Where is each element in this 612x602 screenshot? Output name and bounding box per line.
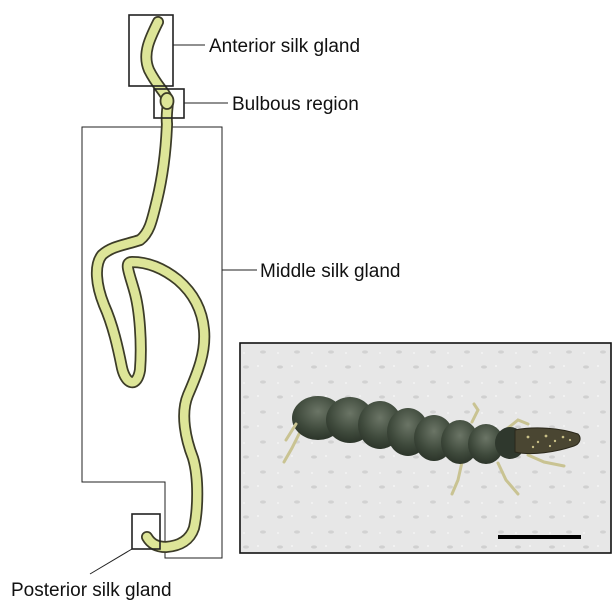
larva-photo: [240, 343, 611, 553]
anterior-silk-gland-label: Anterior silk gland: [209, 36, 360, 57]
posterior-silk-gland-label: Posterior silk gland: [11, 580, 172, 601]
silk-gland-tube: [97, 22, 204, 547]
middle-silk-gland-label: Middle silk gland: [260, 261, 400, 282]
posterior-leader-line: [90, 549, 132, 574]
bulbous-swelling: [161, 93, 174, 109]
scale-bar: [498, 535, 581, 539]
bulbous-region-label: Bulbous region: [232, 94, 359, 115]
